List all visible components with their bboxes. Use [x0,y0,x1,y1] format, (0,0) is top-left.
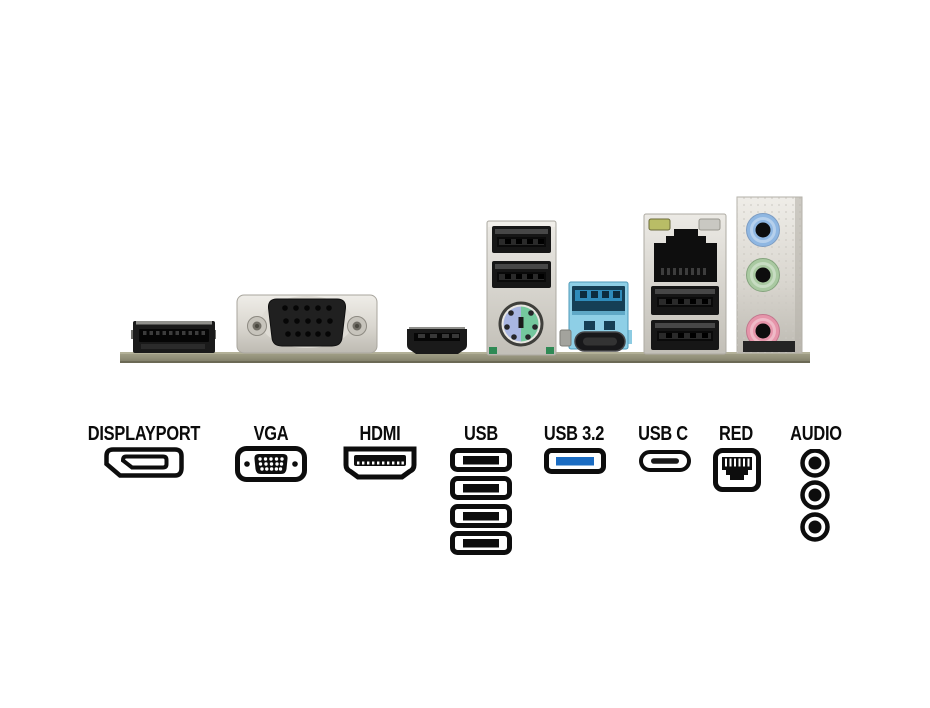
photo-lan-port [654,229,717,282]
lan-icon [713,448,761,492]
photo-audio-panel [736,196,803,354]
usb-port-icon [450,476,512,500]
usb-port-icon [450,531,512,555]
photo-displayport-port [131,321,216,353]
legend-label-text: USB [464,423,498,445]
photo-usb2-ps2-tower [486,220,557,356]
photo-ps2-port [498,301,544,347]
audio-jack-icon [800,512,830,542]
pcb-edge-strip [120,352,810,363]
legend-label-vga: VGA [201,423,340,445]
audio-jack-icon [800,449,830,478]
legend-label-usb32: USB 3.2 [504,423,643,445]
hdmi-icon [343,446,417,480]
vga-icon [235,446,307,482]
usb32-icon [544,448,606,474]
legend-label-red: RED [666,423,805,445]
photo-vga-port [236,294,378,354]
photo-lan-usb-tower [643,213,727,355]
photo-usbc-port [559,329,626,352]
legend-label-text: DISPLAYPORT [87,423,201,445]
legend-label-hdmi: HDMI [310,423,449,445]
audio-jack-icon [800,480,830,510]
usbc-icon [639,450,691,472]
usb-port-icon [450,448,512,472]
usb-ports-icon [450,448,512,555]
photo-usb32-tower [559,281,632,352]
legend-label-text: RED [719,423,753,445]
legend-label-text: USB 3.2 [543,423,605,445]
legend-label-text: USB C [638,423,688,445]
legend-label-text: AUDIO [790,423,842,445]
legend-label-text: HDMI [359,423,401,445]
legend-label-displayport: DISPLAYPORT [74,423,213,445]
photo-audio-jack-line-in [746,213,780,247]
audio-jacks-icon [800,449,830,542]
legend-label-usbc: USB C [593,423,732,445]
photo-audio-jack-line-out [746,258,780,292]
legend-label-text: VGA [253,423,289,445]
legend-label-usb: USB [411,423,550,445]
legend-label-audio: AUDIO [746,423,885,445]
photo-hdmi-port [407,327,467,354]
usb-port-icon [450,504,512,528]
io-panel-photo [120,196,810,363]
displayport-icon [104,447,184,478]
